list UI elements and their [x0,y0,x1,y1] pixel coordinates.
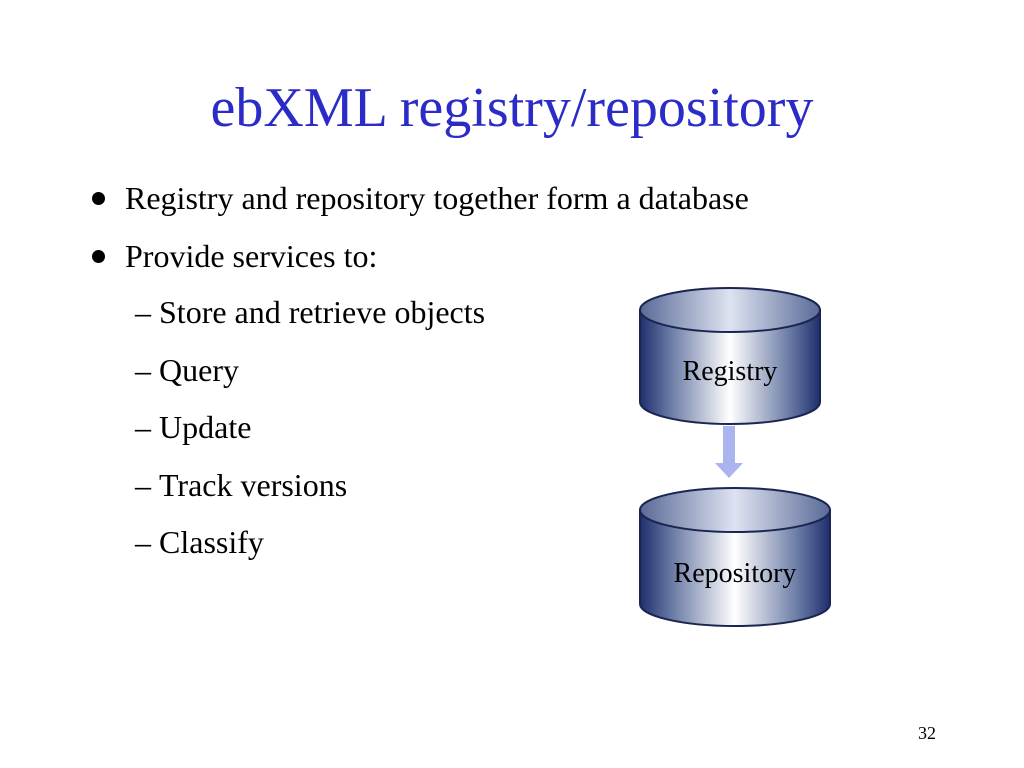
sub-item: –Update [135,407,251,447]
bullet-dot-icon [92,250,105,264]
sub-item: –Store and retrieve objects [135,292,485,332]
registry-cylinder: Registry [639,287,821,425]
sub-item-text: Store and retrieve objects [159,294,486,330]
sub-item-text: Track versions [159,467,348,503]
slide-title: ebXML registry/repository [210,77,814,139]
dash-marker: – [135,409,151,445]
bullet-dot-icon [92,192,105,206]
sub-item: –Classify [135,522,264,562]
page-number: 32 [918,723,936,743]
bullet-text: Registry and repository together form a … [125,180,749,216]
repository-cylinder: Repository [639,487,831,627]
dash-marker: – [135,524,151,560]
sub-item: –Query [135,350,239,390]
bullet-item: Provide services to: [92,236,377,276]
repository-label: Repository [674,558,797,589]
bullet-text: Provide services to: [125,238,378,274]
sub-item-text: Update [159,409,252,445]
registry-repository-diagram: Registry Repository [600,270,860,640]
registry-label: Registry [683,356,778,387]
bullet-item: Registry and repository together form a … [92,178,749,218]
dash-marker: – [135,352,151,388]
sub-item-text: Classify [159,524,264,560]
sub-item: –Track versions [135,465,347,505]
dash-marker: – [135,294,151,330]
dash-marker: – [135,467,151,503]
sub-item-text: Query [159,352,239,388]
down-arrow-icon [715,426,743,478]
